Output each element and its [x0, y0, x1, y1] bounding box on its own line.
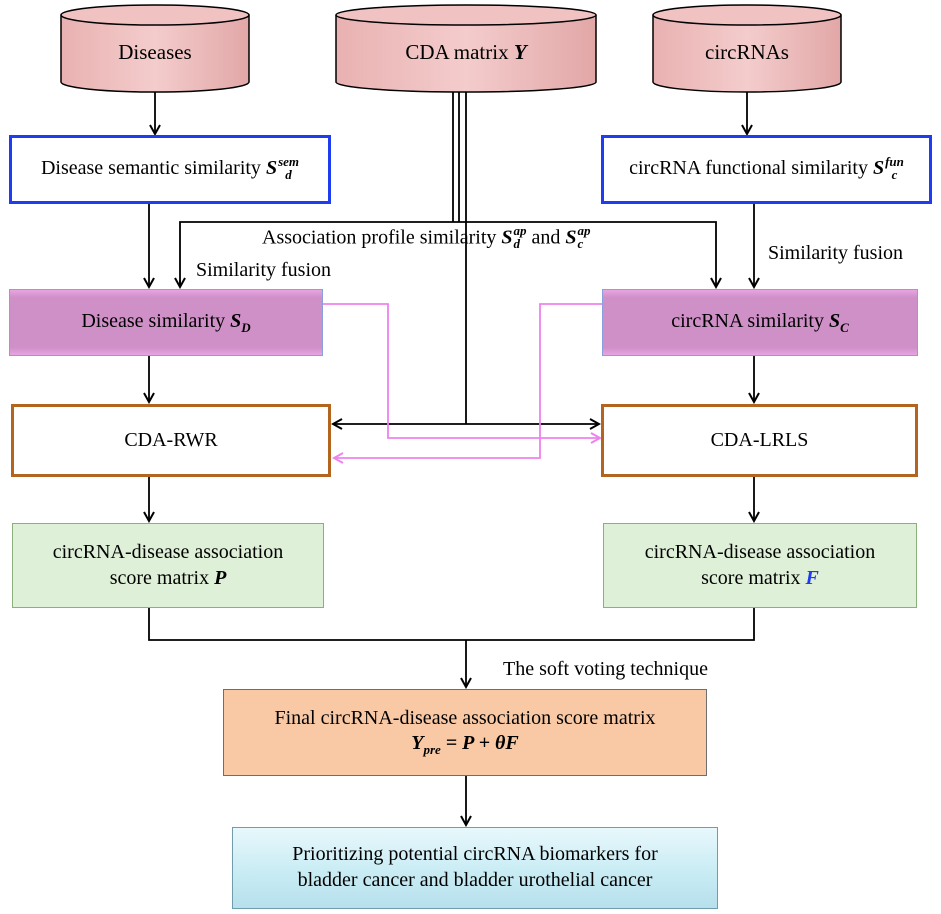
circrnas-label: circRNAs [705, 39, 789, 64]
final-score-matrix-box: Final circRNA-disease association score … [223, 689, 707, 776]
diseases-label: Diseases [118, 39, 192, 64]
pink-arrow-disease-similarity-to-lrls [323, 303, 600, 438]
disease-similarity-box: Disease similarity SD [9, 289, 323, 356]
biomarker-prioritization-box: Prioritizing potential circRNA biomarker… [232, 827, 718, 909]
circrna-similarity-box: circRNA similarity SC [602, 289, 918, 356]
score-matrix-p-box: circRNA-disease association score matrix… [12, 523, 324, 608]
cylinder-circrnas [652, 4, 842, 93]
cda-lrls-box: CDA-LRLS [601, 404, 918, 477]
similarity-fusion-right-label: Similarity fusion [768, 242, 903, 264]
score-matrix-f-box: circRNA-disease association score matrix… [603, 523, 917, 608]
score-merge-connector [148, 608, 755, 641]
cylinder-cda-matrix [335, 4, 597, 93]
similarity-fusion-left-label: Similarity fusion [196, 259, 331, 281]
cylinder-diseases [60, 4, 250, 93]
pink-arrow-circrna-similarity-to-rwr [334, 303, 602, 458]
cda-matrix-label: CDA matrix Y [405, 39, 527, 64]
association-profile-connector [179, 221, 716, 287]
cda-rwr-box: CDA-RWR [11, 404, 331, 477]
soft-voting-label: The soft voting technique [503, 658, 708, 680]
